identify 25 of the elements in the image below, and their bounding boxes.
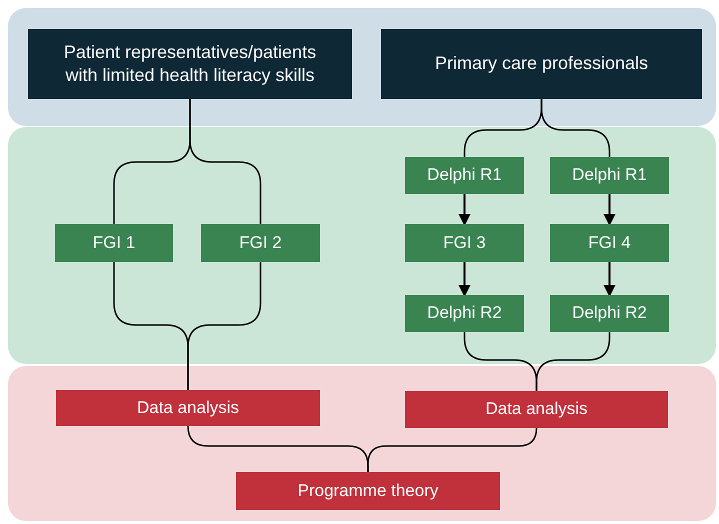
arrow (604, 262, 616, 297)
brace-connector (367, 427, 538, 472)
process-box: Patient representatives/patients with limited health literacy skills (28, 29, 352, 99)
process-box: Delphi R1 (550, 157, 669, 194)
group-band (8, 8, 716, 126)
process-box: Delphi R2 (550, 295, 669, 332)
process-box: Data analysis (405, 391, 668, 428)
brace-connector (536, 332, 610, 391)
process-box: FGI 4 (550, 224, 669, 262)
brace-connector (540, 99, 610, 157)
process-box: FGI 1 (55, 224, 173, 262)
arrow (604, 194, 616, 226)
process-box: FGI 2 (201, 224, 320, 262)
arrow (458, 194, 470, 226)
group-band (8, 127, 716, 364)
arrow (458, 262, 470, 297)
process-box: FGI 3 (405, 224, 524, 262)
process-box: Programme theory (236, 472, 500, 510)
process-box: Data analysis (56, 390, 320, 426)
process-box: Delphi R1 (405, 157, 524, 194)
process-box: Primary care professionals (381, 29, 702, 99)
group-band (8, 366, 716, 521)
brace-connector (189, 99, 262, 224)
process-box: Delphi R2 (405, 295, 524, 332)
brace-connector (187, 262, 262, 390)
